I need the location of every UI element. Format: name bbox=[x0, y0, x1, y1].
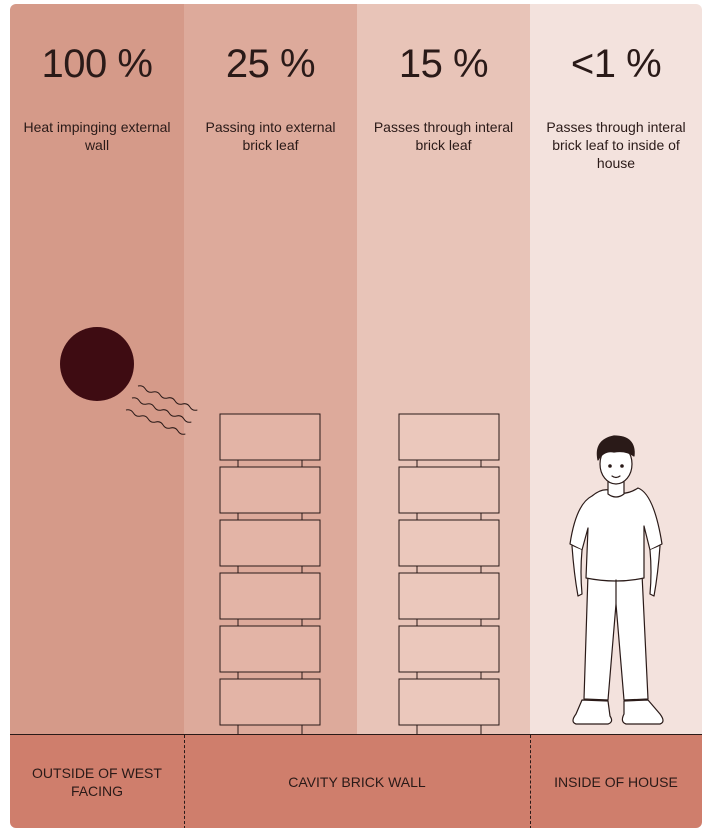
sun-icon bbox=[60, 327, 134, 401]
label-cavity-wall: CAVITY BRICK WALL bbox=[288, 774, 426, 790]
label-inside-house: INSIDE OF HOUSE bbox=[554, 774, 678, 790]
brick-stack-icon bbox=[219, 413, 321, 734]
description-outside: Heat impinging external wall bbox=[23, 119, 171, 153]
description-internal-leaf: Passes through interal brick leaf bbox=[373, 119, 514, 153]
description-external-leaf: Passing into external brick leaf bbox=[205, 119, 336, 153]
illustration-layer bbox=[60, 327, 664, 734]
percent-inside-house: <1 % bbox=[570, 42, 662, 86]
column-inside-house: <1 % Passes through interal brick leaf t… bbox=[530, 4, 702, 734]
percent-outside: 100 % bbox=[41, 42, 153, 86]
person-icon bbox=[569, 435, 664, 725]
heat-transfer-diagram: 100 % Heat impinging external wall 25 % … bbox=[10, 4, 702, 828]
heat-wave-icon bbox=[125, 385, 198, 435]
label-outside: OUTSIDE OF WEST FACING bbox=[32, 765, 162, 799]
divider-left bbox=[184, 735, 185, 828]
divider-right bbox=[530, 735, 531, 828]
percent-internal-leaf: 15 % bbox=[398, 42, 489, 86]
brick-stack-icon bbox=[398, 413, 500, 734]
ground-band: OUTSIDE OF WEST FACING CAVITY BRICK WALL… bbox=[10, 734, 702, 828]
percent-external-leaf: 25 % bbox=[225, 42, 316, 86]
description-inside-house: Passes through interal brick leaf to ins… bbox=[546, 119, 686, 171]
